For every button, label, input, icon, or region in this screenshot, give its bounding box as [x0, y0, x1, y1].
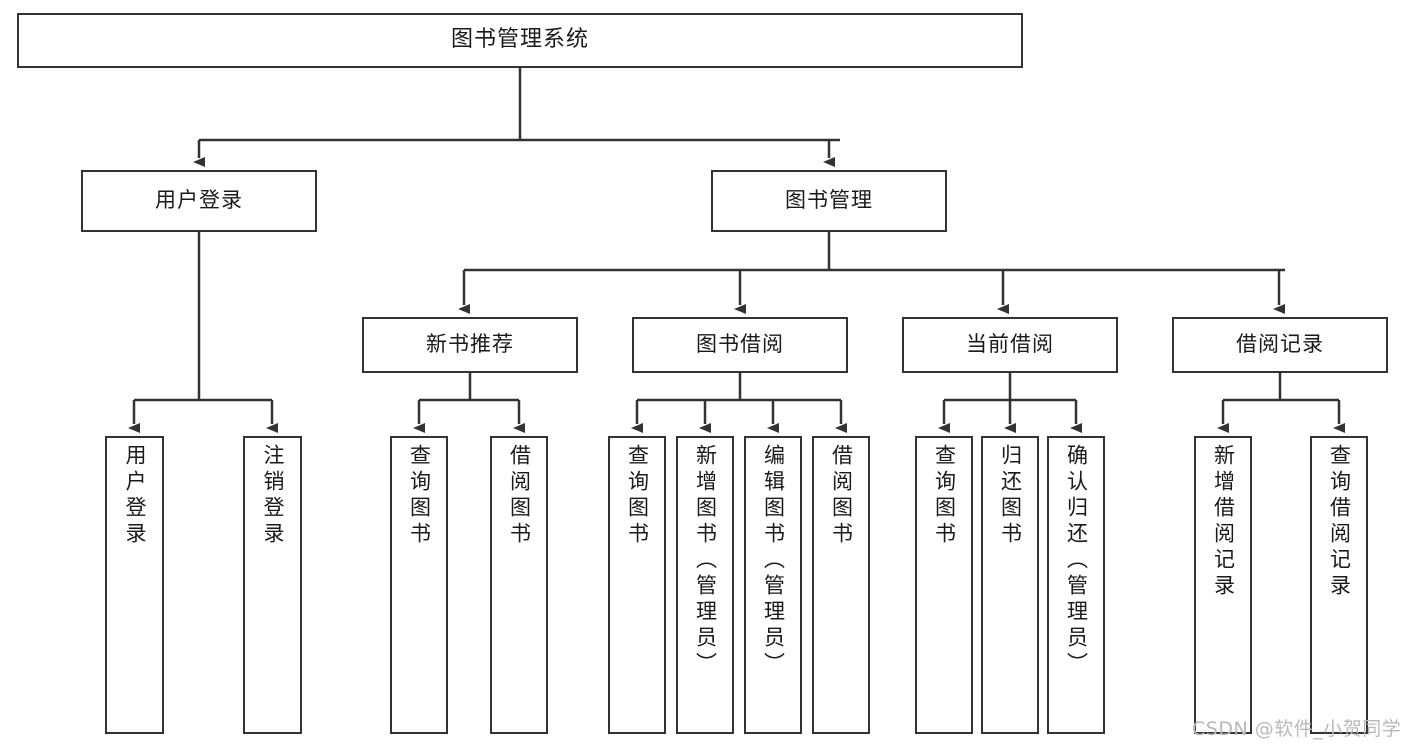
node-new-book-recommend[interactable]: 新书推荐: [362, 317, 578, 373]
node-label: 当前借阅: [966, 332, 1054, 357]
node-leaf-query-book-3[interactable]: 查询图书: [915, 436, 973, 734]
node-label: 查询借阅记录: [1327, 444, 1352, 600]
node-user-login[interactable]: 用户登录: [81, 170, 317, 232]
node-borrow-record[interactable]: 借阅记录: [1172, 317, 1388, 373]
node-leaf-logout[interactable]: 注销登录: [243, 436, 302, 734]
node-label: 归还图书: [998, 444, 1023, 548]
node-current-borrow[interactable]: 当前借阅: [902, 317, 1118, 373]
node-label: 图书借阅: [696, 332, 784, 357]
node-label: 用户登录: [123, 444, 147, 548]
node-leaf-confirm-return[interactable]: 确认归还（管理员）: [1047, 436, 1105, 734]
node-leaf-add-book[interactable]: 新增图书（管理员）: [676, 436, 734, 734]
node-label: 借阅记录: [1236, 332, 1324, 357]
node-root-system[interactable]: 图书管理系统: [17, 13, 1023, 68]
node-label: 借阅图书: [507, 444, 532, 548]
node-leaf-query-book-1[interactable]: 查询图书: [390, 436, 448, 734]
node-book-management[interactable]: 图书管理: [711, 170, 947, 232]
node-label: 注销登录: [261, 444, 285, 548]
node-leaf-query-borrow-record[interactable]: 查询借阅记录: [1310, 436, 1368, 734]
node-label: 图书管理: [785, 188, 873, 213]
node-label: 图书管理系统: [450, 27, 589, 53]
node-leaf-borrow-book-1[interactable]: 借阅图书: [490, 436, 548, 734]
node-label: 新增借阅记录: [1211, 444, 1236, 600]
node-label: 新书推荐: [426, 332, 514, 357]
node-leaf-edit-book[interactable]: 编辑图书（管理员）: [744, 436, 802, 734]
node-leaf-add-borrow-record[interactable]: 新增借阅记录: [1194, 436, 1252, 734]
node-book-borrow[interactable]: 图书借阅: [632, 317, 848, 373]
node-label: 借阅图书: [829, 444, 854, 548]
node-label: 编辑图书（管理员）: [761, 444, 786, 678]
node-label: 确认归还（管理员）: [1064, 444, 1089, 678]
node-leaf-return-book[interactable]: 归还图书: [981, 436, 1039, 734]
node-leaf-borrow-book-2[interactable]: 借阅图书: [812, 436, 870, 734]
watermark-text: CSDN @软件_小贺同学: [1192, 718, 1402, 740]
node-leaf-query-book-2[interactable]: 查询图书: [608, 436, 666, 734]
node-label: 查询图书: [932, 444, 957, 548]
node-label: 查询图书: [407, 444, 432, 548]
node-label: 查询图书: [625, 444, 650, 548]
node-label: 用户登录: [155, 188, 243, 213]
node-label: 新增图书（管理员）: [693, 444, 718, 678]
node-leaf-user-login[interactable]: 用户登录: [105, 436, 164, 734]
